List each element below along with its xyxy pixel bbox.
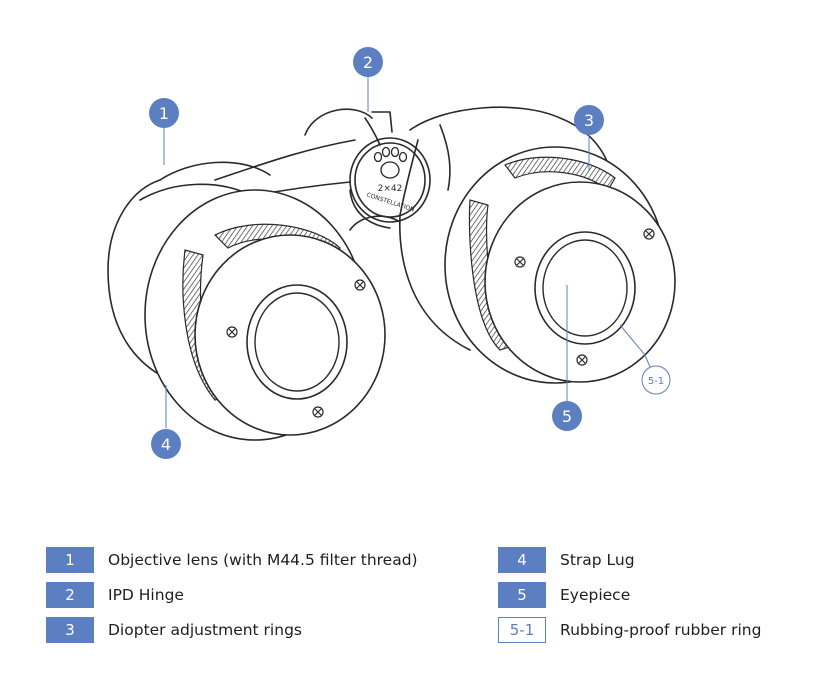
legend-badge: 3 xyxy=(46,617,94,643)
callout-5-1: 5-1 xyxy=(641,365,671,395)
legend-label: IPD Hinge xyxy=(108,586,184,604)
screw-icons-left xyxy=(226,279,366,418)
legend-item-4: 4 Strap Lug xyxy=(498,546,635,574)
legend-label: Objective lens (with M44.5 filter thread… xyxy=(108,551,418,569)
svg-text:1: 1 xyxy=(159,104,169,123)
legend-item-5-1: 5-1 Rubbing-proof rubber ring xyxy=(498,616,761,644)
callout-4: 4 xyxy=(151,429,181,459)
left-rear-cap xyxy=(304,108,373,136)
hinge-cap xyxy=(349,137,431,229)
screw-icons xyxy=(514,228,655,366)
callout-2: 2 xyxy=(353,47,383,77)
legend-badge: 5 xyxy=(498,582,546,608)
callout-5: 5 xyxy=(552,401,582,431)
legend-badge: 4 xyxy=(498,547,546,573)
right-eyepiece-assembly xyxy=(444,146,676,384)
svg-text:5: 5 xyxy=(562,407,572,426)
svg-text:4: 4 xyxy=(161,435,171,454)
legend-label: Strap Lug xyxy=(560,551,635,569)
leader-lines xyxy=(163,76,651,428)
legend-label: Eyepiece xyxy=(560,586,631,604)
legend-item-2: 2 IPD Hinge xyxy=(46,581,184,609)
legend-item-3: 3 Diopter adjustment rings xyxy=(46,616,302,644)
svg-text:2: 2 xyxy=(363,53,373,72)
callout-3: 3 xyxy=(574,105,604,135)
legend-badge: 2 xyxy=(46,582,94,608)
legend-label: Rubbing-proof rubber ring xyxy=(560,621,762,639)
svg-text:3: 3 xyxy=(584,111,594,130)
logo-text-bottom: CONSTELLATION xyxy=(366,192,416,214)
legend-badge: 5-1 xyxy=(498,617,546,643)
legend-item-5: 5 Eyepiece xyxy=(498,581,630,609)
paw-icon xyxy=(373,146,408,179)
callout-1: 1 xyxy=(149,98,179,128)
svg-text:5-1: 5-1 xyxy=(648,376,664,387)
left-objective-assembly xyxy=(144,189,386,441)
legend-label: Diopter adjustment rings xyxy=(108,621,302,639)
binocular-diagram: 2×42 CONSTELLATION 1 2 3 4 5 5-1 xyxy=(107,47,676,459)
legend-item-1: 1 Objective lens (with M44.5 filter thre… xyxy=(46,546,418,574)
logo-text-top: 2×42 xyxy=(378,184,403,194)
legend-badge: 1 xyxy=(46,547,94,573)
